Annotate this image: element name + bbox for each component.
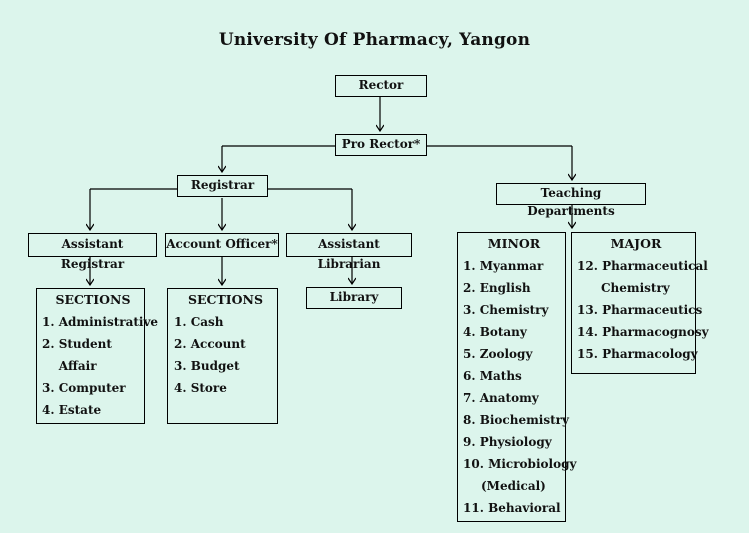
assistant-librarian-label: Assistant Librarian <box>317 237 381 271</box>
account-officer-box: Account Officer* <box>165 233 279 257</box>
item-number: 2. <box>42 337 55 351</box>
registrar-sections-box: SECTIONS 1. Administrative 2. Student Af… <box>36 288 158 424</box>
assistant-registrar-box: Assistant Registrar <box>28 233 157 271</box>
list-item: 3. Chemistry <box>463 299 565 321</box>
chart-title: University Of Pharmacy, Yangon <box>218 30 531 50</box>
list-item: 3. Computer <box>42 377 144 399</box>
item-number: 3. <box>463 303 476 317</box>
item-label: Pharmaceutical <box>602 259 708 273</box>
library-label: Library <box>329 290 379 304</box>
item-number: 15. <box>577 347 598 361</box>
item-label: Behavioral <box>488 501 561 515</box>
registrar-label: Registrar <box>190 178 255 192</box>
item-label: Pharmacology <box>602 347 698 361</box>
library-box: Library <box>306 287 402 309</box>
item-number: 7. <box>463 391 476 405</box>
list-item: 4. Botany <box>463 321 565 343</box>
list-item: 2. English <box>463 277 565 299</box>
item-number: 1. <box>174 315 187 329</box>
item-number: 5. <box>463 347 476 361</box>
list-item: 1. Myanmar <box>463 255 565 277</box>
list-item: 15. Pharmacology <box>577 343 698 365</box>
list-item: 1. Administrative <box>42 311 158 333</box>
rector-box: Rector <box>335 75 427 97</box>
item-label: Cash <box>190 315 224 329</box>
item-label: Chemistry <box>479 303 549 317</box>
account-officer-label: Account Officer* <box>166 237 278 251</box>
list-item: 1. Cash <box>174 311 277 333</box>
item-label: Anatomy <box>479 391 539 405</box>
list-item: 4. Estate <box>42 399 144 421</box>
account-sections-heading: SECTIONS <box>188 292 263 307</box>
assistant-registrar-label: Assistant Registrar <box>60 237 125 271</box>
list-item: 3. Budget <box>174 355 277 377</box>
list-item: 10. Microbiology <box>463 453 576 475</box>
item-continuation: Chemistry <box>601 281 670 295</box>
list-item: 4. Store <box>174 377 277 399</box>
item-label: Pharmaceutics <box>602 303 703 317</box>
item-number: 11. <box>463 501 484 515</box>
item-label: Biochemistry <box>479 413 569 427</box>
item-label: Computer <box>58 381 126 395</box>
registrar-box: Registrar <box>177 175 268 197</box>
item-label: Physiology <box>479 435 552 449</box>
item-label: Student Affair <box>58 337 117 373</box>
major-box: MAJOR 12. Pharmaceutical Chemistry 13. P… <box>571 232 709 374</box>
item-label: Store <box>190 381 227 395</box>
minor-box: MINOR 1. Myanmar 2. English 3. Chemistry… <box>457 232 576 522</box>
item-label: Zoology <box>479 347 533 361</box>
item-label: Microbiology <box>488 457 577 471</box>
item-number: 8. <box>463 413 476 427</box>
assistant-librarian-box: Assistant Librarian <box>286 233 412 271</box>
list-item: 8. Biochemistry <box>463 409 569 431</box>
list-item: 13. Pharmaceutics <box>577 299 702 321</box>
major-heading: MAJOR <box>610 236 662 251</box>
list-item: 14. Pharmacognosy <box>577 321 709 343</box>
list-item: 9. Physiology <box>463 431 565 453</box>
item-number: 2. <box>463 281 476 295</box>
account-sections-box: SECTIONS 1. Cash 2. Account 3. Budget 4.… <box>167 288 278 424</box>
item-number: 4. <box>463 325 476 339</box>
list-item: 11. Behavioral <box>463 497 565 519</box>
item-number: 10. <box>463 457 484 471</box>
list-item: 2. Account <box>174 333 277 355</box>
item-number: 14. <box>577 325 598 339</box>
item-number: 2. <box>174 337 187 351</box>
item-number: 3. <box>42 381 55 395</box>
pro-rector-label: Pro Rector* <box>341 137 421 151</box>
item-label: Pharmacognosy <box>602 325 709 339</box>
item-number: 4. <box>174 381 187 395</box>
item-label: Botany <box>479 325 527 339</box>
registrar-sections-heading: SECTIONS <box>55 292 131 307</box>
list-item: 5. Zoology <box>463 343 565 365</box>
item-label: Account <box>190 337 246 351</box>
teaching-departments-label: Teaching Departments <box>527 186 615 218</box>
item-number: 1. <box>42 315 55 329</box>
item-label: Myanmar <box>479 259 544 273</box>
list-item: 2. Student Affair <box>42 333 144 377</box>
item-number: 9. <box>463 435 476 449</box>
item-label: Budget <box>190 359 240 373</box>
item-number: 13. <box>577 303 598 317</box>
rector-label: Rector <box>358 78 404 92</box>
item-number: 1. <box>463 259 476 273</box>
list-item: 12. Pharmaceutical <box>577 255 708 277</box>
item-number: 6. <box>463 369 476 383</box>
item-number: 4. <box>42 403 55 417</box>
item-continuation: (Medical) <box>481 479 546 493</box>
minor-heading: MINOR <box>487 236 541 251</box>
item-number: 3. <box>174 359 187 373</box>
pro-rector-box: Pro Rector* <box>335 134 427 156</box>
item-label: Maths <box>479 369 522 383</box>
item-label: English <box>479 281 531 295</box>
list-item: 6. Maths <box>463 365 565 387</box>
teaching-departments-box: Teaching Departments <box>496 183 646 218</box>
item-label: Administrative <box>58 315 159 329</box>
item-number: 12. <box>577 259 598 273</box>
list-item: 7. Anatomy <box>463 387 565 409</box>
item-label: Estate <box>58 403 102 417</box>
